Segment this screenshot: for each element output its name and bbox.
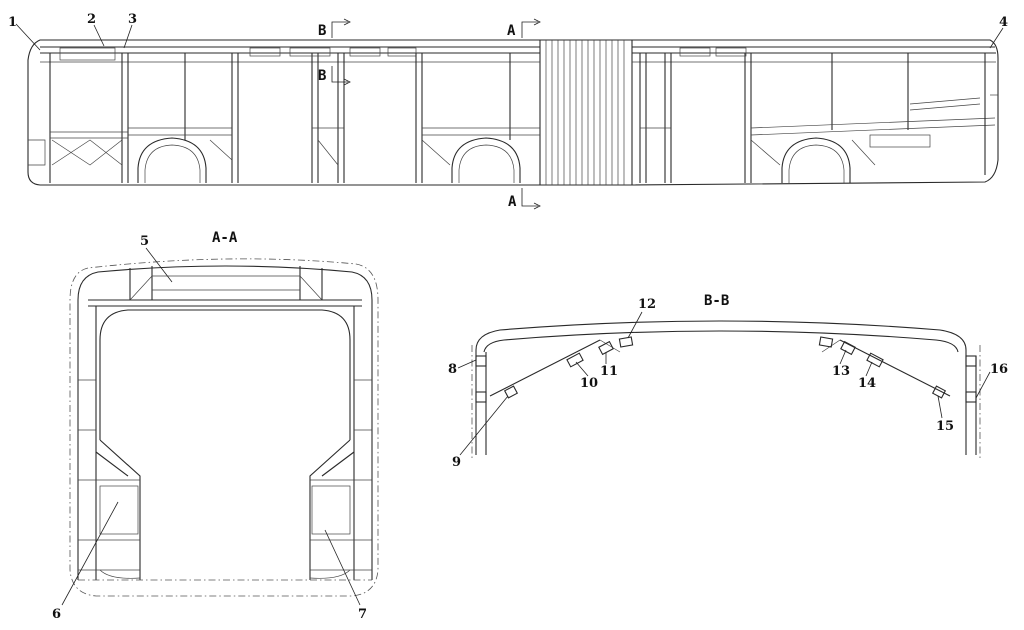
callout-12: 12 [638, 297, 656, 312]
section-a-a-callouts: 5 6 7 [52, 234, 367, 622]
section-markers: B B A A [318, 18, 541, 210]
leader-12 [627, 311, 643, 339]
callout-6: 6 [52, 607, 61, 622]
section-arrow-a-bottom [521, 188, 541, 210]
side-view-callouts: 1 2 3 4 [8, 12, 1008, 51]
callout-14: 14 [858, 376, 876, 391]
section-b-b-callouts: 8 9 10 11 12 13 14 15 16 [448, 297, 1008, 470]
section-b-b: B-B [471, 293, 981, 460]
section-title-aa: A-A [212, 230, 238, 246]
leader-7 [324, 529, 361, 606]
leader-16 [975, 371, 991, 399]
leader-2 [93, 24, 105, 47]
callout-7: 7 [358, 607, 367, 622]
leader-5 [145, 247, 173, 283]
section-arrow-b-top [331, 18, 351, 38]
leader-14 [865, 361, 873, 377]
leader-4 [989, 27, 1004, 49]
callout-4: 4 [999, 15, 1008, 30]
leader-15 [937, 395, 943, 419]
leader-8 [457, 359, 477, 369]
section-mark-a-bottom: A [508, 194, 517, 210]
leader-10 [575, 361, 589, 377]
callout-15: 15 [936, 419, 954, 434]
callout-2: 2 [87, 12, 96, 27]
section-a-a: A-A [69, 230, 379, 597]
callout-8: 8 [448, 362, 457, 377]
section-arrow-a-top [521, 18, 541, 38]
section-mark-a-top: A [507, 23, 516, 39]
section-mark-b-mid: B [318, 68, 326, 84]
callout-1: 1 [8, 15, 17, 30]
callout-9: 9 [452, 455, 461, 470]
callout-16: 16 [990, 362, 1008, 377]
callout-10: 10 [580, 376, 598, 391]
callout-13: 13 [832, 364, 850, 379]
callout-5: 5 [140, 234, 149, 249]
leader-3 [123, 24, 133, 49]
leader-9 [459, 395, 509, 456]
leader-6 [61, 501, 119, 606]
leader-13 [839, 349, 847, 365]
section-mark-b-top: B [318, 23, 326, 39]
articulation-bellows [540, 39, 632, 186]
callout-11: 11 [600, 364, 618, 379]
callout-3: 3 [128, 12, 137, 27]
leader-1 [15, 23, 41, 51]
section-arrow-b-mid [331, 66, 351, 86]
section-title-bb: B-B [704, 293, 729, 309]
bus-side-view [27, 39, 999, 186]
